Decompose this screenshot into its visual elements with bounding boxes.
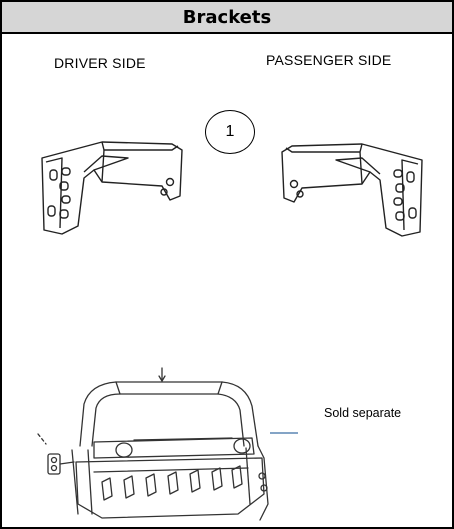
driver-side-label: DRIVER SIDE [54,55,146,71]
section-title: Brackets [182,6,272,28]
passenger-side-label: PASSENGER SIDE [266,52,392,68]
part-callout-number: 1 [225,123,235,140]
note-leader-line [270,432,298,434]
part-callout: 1 [205,110,255,154]
passenger-bracket-icon [281,143,423,237]
driver-bracket-icon [41,141,183,235]
bull-bar-icon [37,367,269,521]
sold-separately-note: Sold separate [324,406,402,420]
section-header: Brackets [2,2,452,34]
